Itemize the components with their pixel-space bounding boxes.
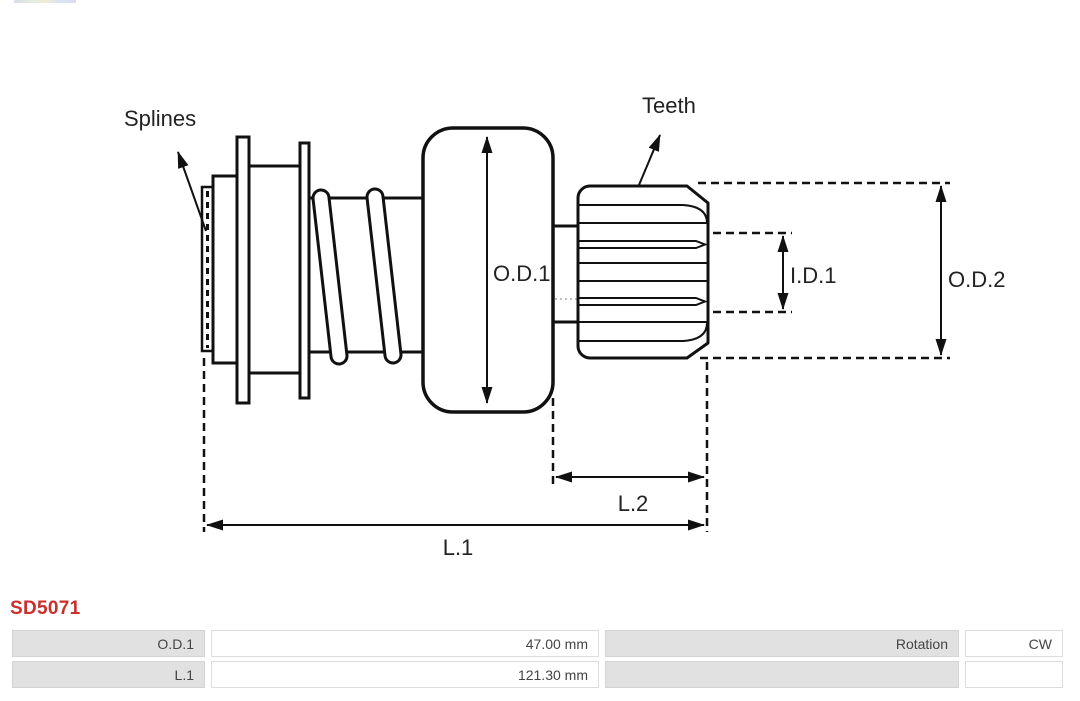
spec-param-cell: O.D.1 — [12, 630, 205, 657]
spec-table: O.D.1 47.00 mm Rotation CW L.1 121.30 mm — [6, 626, 1069, 692]
top-edge-artifact — [14, 0, 76, 3]
id1-label: I.D.1 — [790, 263, 836, 288]
od2-label: O.D.2 — [948, 267, 1005, 292]
teeth-leader-arrow — [638, 134, 661, 186]
l1-label: L.1 — [443, 535, 474, 560]
splines-label: Splines — [124, 106, 196, 131]
splines-leader-arrow — [177, 151, 207, 232]
leader-lines — [177, 134, 661, 232]
rear-flange — [298, 141, 311, 400]
table-row: L.1 121.30 mm — [12, 661, 1063, 688]
starter-drive-technical-drawing: Splines Teeth O.D.1 I.D.1 O.D.2 L.2 L.1 — [124, 93, 1005, 560]
table-row: O.D.1 47.00 mm Rotation CW — [12, 630, 1063, 657]
hub-cylinder — [247, 164, 302, 375]
spec-param-cell: Rotation — [605, 630, 959, 657]
spec-value-cell: CW — [965, 630, 1063, 657]
spec-param-cell: L.1 — [12, 661, 205, 688]
l2-label: L.2 — [618, 491, 649, 516]
spec-param-cell — [605, 661, 959, 688]
front-flange — [235, 135, 251, 405]
gear-teeth — [579, 204, 708, 342]
return-spring — [311, 187, 403, 366]
spec-value-cell: 121.30 mm — [211, 661, 599, 688]
pinion-neck — [552, 224, 579, 324]
dimension-arrows — [206, 136, 947, 531]
shaft-collar — [211, 174, 239, 365]
extension-lines — [202, 181, 950, 532]
spec-value-cell: 47.00 mm — [211, 630, 599, 657]
pinion-gear — [576, 184, 710, 360]
part-code: SD5071 — [10, 598, 81, 619]
spec-value-cell — [965, 661, 1063, 688]
teeth-label: Teeth — [642, 93, 696, 118]
od1-label: O.D.1 — [493, 261, 550, 286]
